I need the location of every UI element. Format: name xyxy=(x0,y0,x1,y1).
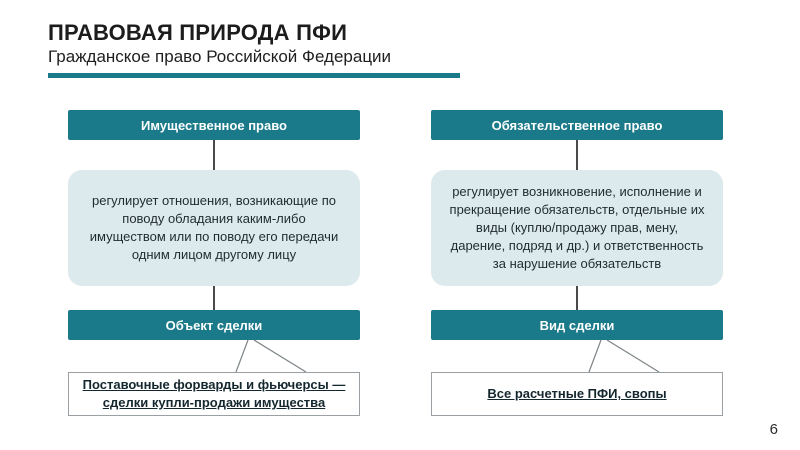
leader-lines-svg xyxy=(235,340,307,372)
column-header-box: Имущественное право xyxy=(68,110,360,140)
connector-line xyxy=(576,140,578,170)
connector-line xyxy=(213,286,215,310)
title-underline-bar xyxy=(48,73,460,78)
callout-box: Все расчетные ПФИ, свопы xyxy=(431,372,723,416)
column-header-box: Обязательственное право xyxy=(431,110,723,140)
callout-box: Поставочные форварды и фьючерсы — сделки… xyxy=(68,372,360,416)
callout-text: Поставочные форварды и фьючерсы — сделки… xyxy=(82,377,346,410)
column-footer-label: Вид сделки xyxy=(539,317,615,333)
callout-text: Все расчетные ПФИ, свопы xyxy=(487,386,667,402)
column-footer-label: Объект сделки xyxy=(165,317,263,333)
column-header-label: Имущественное право xyxy=(141,117,287,133)
page-subtitle: Гражданское право Российской Федерации xyxy=(48,47,392,66)
column-body-text: регулирует возникновение, исполнение и п… xyxy=(449,184,705,271)
column-header-label: Обязательственное право xyxy=(491,117,663,133)
page-title: ПРАВОВАЯ ПРИРОДА ПФИ xyxy=(48,20,348,45)
column-body-text: регулирует отношения, возникающие по пов… xyxy=(89,193,339,262)
column-body-box: регулирует возникновение, исполнение и п… xyxy=(431,170,723,286)
connector-line xyxy=(213,140,215,170)
page-number: 6 xyxy=(769,421,778,438)
connector-line xyxy=(576,286,578,310)
leader-lines-svg xyxy=(588,340,660,372)
column-obligation-law: Обязательственное право регулирует возни… xyxy=(431,110,723,420)
column-property-law: Имущественное право регулирует отношения… xyxy=(68,110,360,420)
column-footer-box: Объект сделки xyxy=(68,310,360,340)
callout-leader-lines xyxy=(431,340,723,372)
column-footer-box: Вид сделки xyxy=(431,310,723,340)
callout-leader-lines xyxy=(68,340,360,372)
column-body-box: регулирует отношения, возникающие по пов… xyxy=(68,170,360,286)
